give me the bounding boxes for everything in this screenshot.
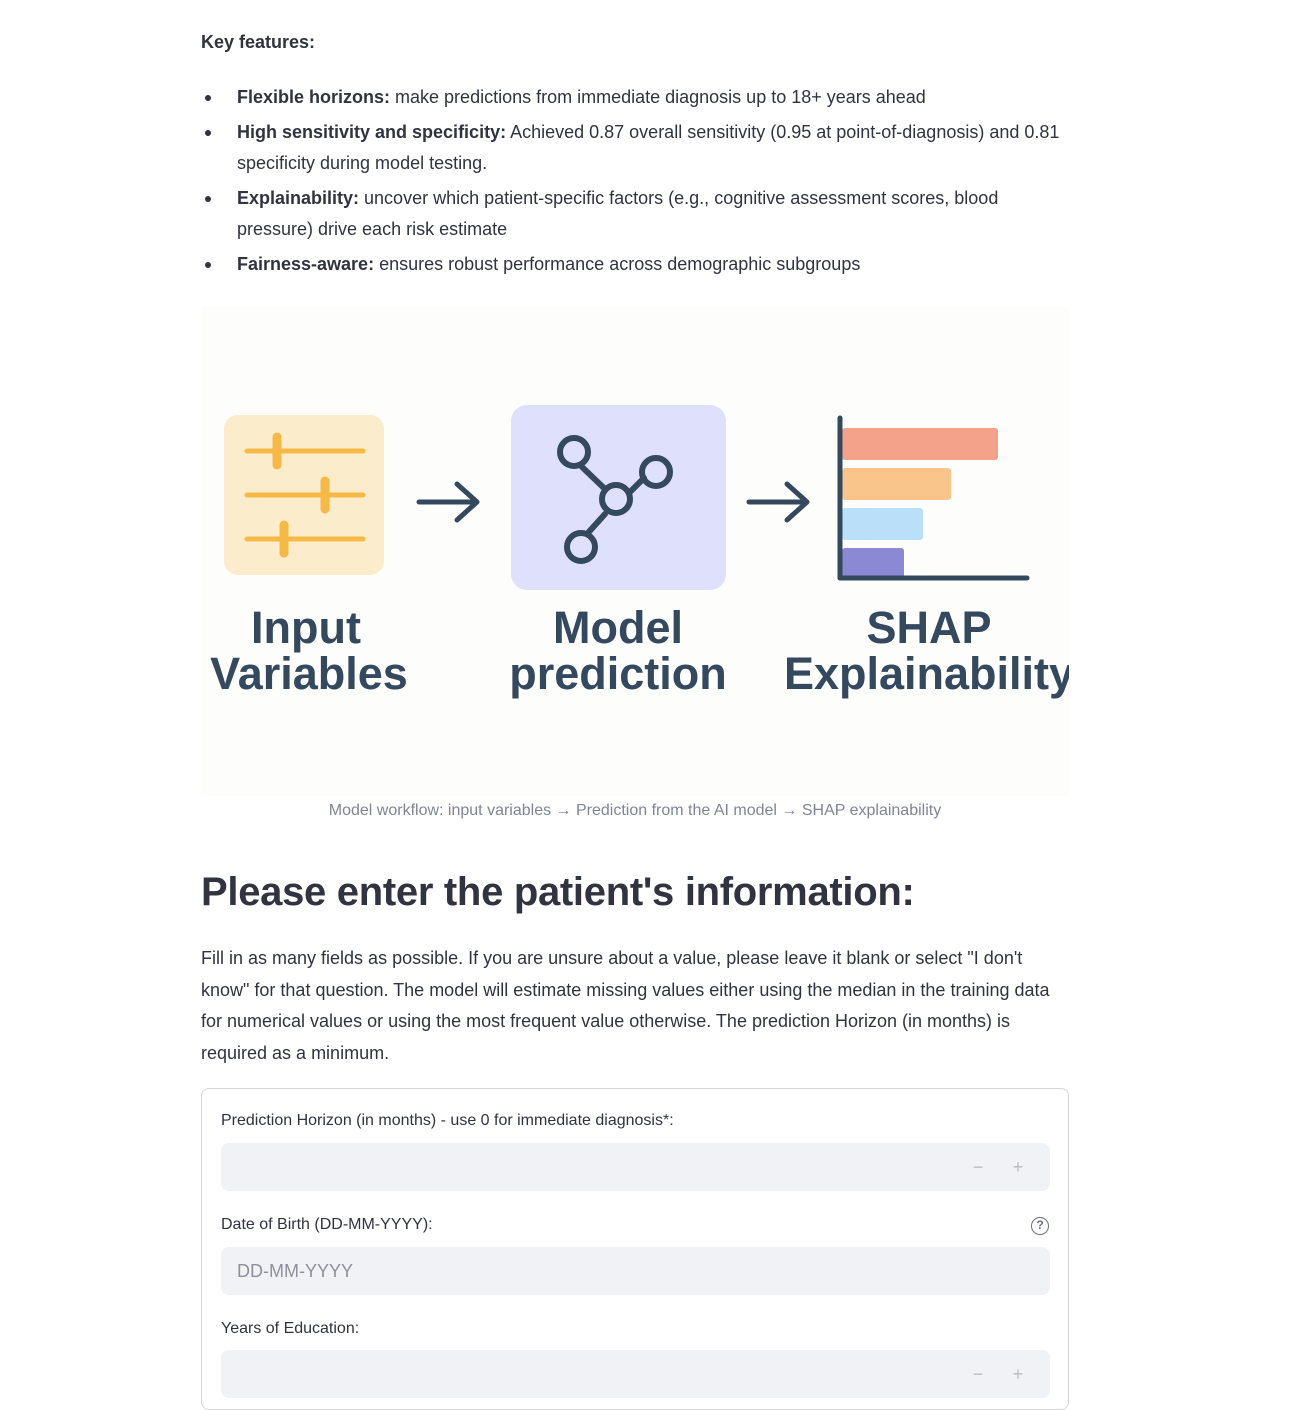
feature-text: uncover which patient-specific factors (… <box>237 188 999 239</box>
workflow-label-shap: Explainability <box>784 648 1069 699</box>
feature-text: ensures robust performance across demogr… <box>374 254 861 274</box>
dob-label: Date of Birth (DD-MM-YYYY): <box>221 1216 433 1233</box>
education-label: Years of Education: <box>221 1320 360 1337</box>
feature-text: Achieved 0.87 overall sensitivity (0.95 … <box>237 122 1060 173</box>
education-stepper: − + <box>958 1350 1038 1398</box>
feature-text: make predictions from immediate diagnosi… <box>390 87 926 107</box>
key-features-list: Flexible horizons: make predictions from… <box>201 82 1069 284</box>
feature-title: High sensitivity and specificity: <box>237 122 507 142</box>
shap-bar <box>842 548 904 580</box>
shap-bar-chart-icon <box>837 415 1030 581</box>
feature-item-sensitivity: High sensitivity and specificity: Achiev… <box>201 117 1069 179</box>
shap-bar <box>842 508 923 540</box>
image-caption: Model workflow: input variables → Predic… <box>328 802 942 819</box>
form-title: Please enter the patient's information: <box>201 870 915 914</box>
increment-button[interactable]: + <box>1012 1363 1024 1384</box>
feature-item-fairness: Fairness-aware: ensures robust performan… <box>201 249 1069 280</box>
horizon-input[interactable] <box>221 1143 1050 1191</box>
model-network-icon <box>511 405 726 590</box>
education-field: − + <box>221 1350 1050 1398</box>
patient-form: Prediction Horizon (in months) - use 0 f… <box>201 1088 1069 1410</box>
workflow-label-model: Model <box>553 602 683 653</box>
shap-bar <box>842 428 998 460</box>
workflow-label-input: Input <box>251 602 361 653</box>
arrow-right-icon <box>746 481 810 523</box>
sliders-icon <box>224 415 384 575</box>
help-icon[interactable]: ? <box>1031 1217 1049 1235</box>
key-features-heading: Key features: <box>201 32 316 52</box>
increment-button[interactable]: + <box>1012 1156 1024 1177</box>
dob-field <box>221 1247 1050 1295</box>
decrement-button[interactable]: − <box>972 1363 984 1384</box>
feature-item-explainability: Explainability: uncover which patient-sp… <box>201 183 1069 245</box>
workflow-label-input: Variables <box>210 648 408 699</box>
horizon-stepper: − + <box>958 1143 1038 1191</box>
workflow-label-shap: SHAP <box>866 602 991 653</box>
workflow-label-model: prediction <box>509 648 727 699</box>
horizon-label: Prediction Horizon (in months) - use 0 f… <box>221 1112 674 1129</box>
feature-title: Fairness-aware: <box>237 254 375 274</box>
decrement-button[interactable]: − <box>972 1156 984 1177</box>
dob-input[interactable] <box>221 1247 1050 1295</box>
feature-item-horizons: Flexible horizons: make predictions from… <box>201 82 1069 113</box>
feature-title: Flexible horizons: <box>237 87 391 107</box>
arrow-right-icon <box>416 481 480 523</box>
workflow-illustration: Input Variables Model prediction SHAP Ex… <box>201 306 1069 796</box>
horizon-field: − + <box>221 1143 1050 1191</box>
education-input[interactable] <box>221 1350 1050 1398</box>
shap-bar <box>842 468 951 500</box>
feature-title: Explainability: <box>237 188 360 208</box>
form-intro-text: Fill in as many fields as possible. If y… <box>201 948 1050 1063</box>
workflow-svg: Input Variables Model prediction SHAP Ex… <box>210 405 1069 699</box>
